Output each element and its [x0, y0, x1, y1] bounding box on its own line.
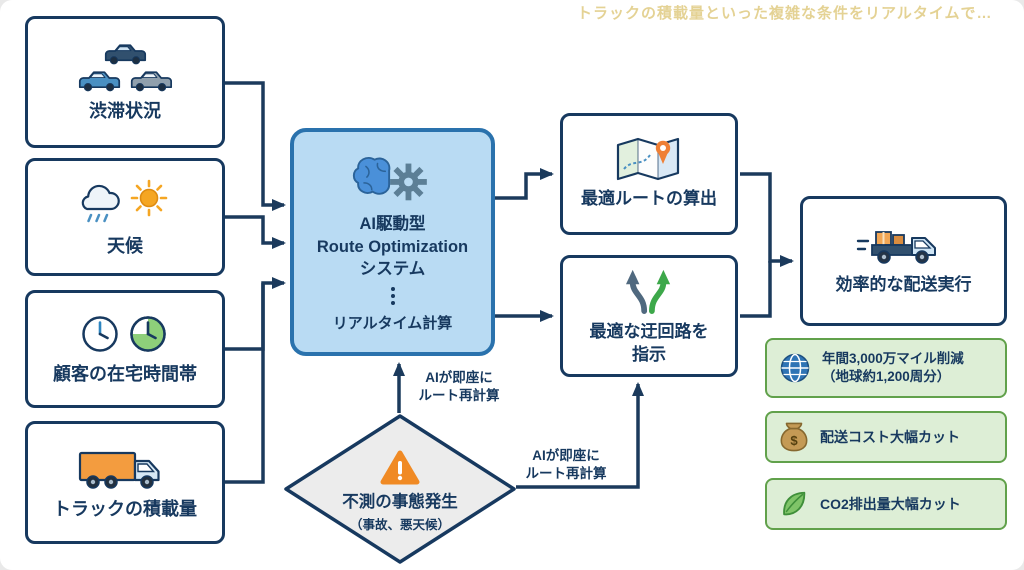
watermark-text: トラックの積載量といった複雑な条件をリアルタイムで…: [577, 5, 993, 22]
clocks-icon: [82, 316, 166, 352]
input-box-weather: 天候: [25, 158, 225, 276]
ai-system-box: AI駆動型 Route Optimization システム リアルタイム計算: [290, 128, 495, 356]
leaf-icon: [783, 491, 806, 516]
weather-icon: [81, 179, 168, 223]
benefit-cost-line1: 配送コスト大幅カット: [820, 428, 960, 445]
input-label-customer-hours: 顧客の在宅時間帯: [53, 363, 197, 384]
input-box-truck-load: トラックの積載量: [25, 421, 225, 544]
recalc-label-right: AIが即座に ルート再計算: [510, 447, 622, 483]
incident-title: 不測の事態発生: [342, 492, 458, 511]
recalc-right-line1: AIが即座に: [532, 448, 600, 463]
core-title-line3: システム: [359, 259, 426, 278]
output-detour-line2: 指示: [632, 344, 666, 364]
recalc-top-line2: ルート再計算: [418, 388, 500, 404]
benefit-miles-line2: （地球約1,200周分）: [822, 369, 951, 384]
output-detour-line1: 最適な迂回路を: [589, 322, 709, 342]
svg-text:$: $: [790, 433, 798, 448]
benefit-cost: $ 配送コスト大幅カット: [765, 411, 1007, 463]
core-title: AI駆動型 Route Optimization システム: [317, 213, 468, 280]
input-box-traffic: 渋滞状況: [25, 16, 225, 148]
output-label-detour: 最適な迂回路を 指示: [590, 321, 709, 365]
benefit-co2-line1: CO2排出量大幅カット: [820, 495, 961, 512]
incident-subtitle: （事故、悪天候）: [349, 517, 450, 532]
dots-separator: [390, 285, 395, 307]
output-box-detour: 最適な迂回路を 指示: [560, 255, 738, 377]
incident-diamond: 不測の事態発生 （事故、悪天候）: [283, 414, 517, 564]
cargo-truck-icon: [78, 452, 160, 490]
input-label-weather: 天候: [107, 235, 143, 256]
input-box-customer-hours: 顧客の在宅時間帯: [25, 290, 225, 408]
globe-icon: [780, 353, 810, 383]
brain-gear-icon: [352, 157, 427, 201]
fork-arrows-icon: [625, 270, 671, 315]
delivery-truck-icon: [856, 231, 936, 265]
traffic-cars-icon: [78, 44, 173, 92]
result-label: 効率的な配送実行: [835, 275, 972, 295]
core-title-line2: Route Optimization: [316, 237, 469, 256]
benefit-miles-line1: 年間3,000万マイル削減: [822, 350, 964, 366]
benefit-co2: CO2排出量大幅カット: [765, 478, 1007, 530]
core-subtitle: リアルタイム計算: [332, 314, 453, 332]
recalc-top-line1: AIが即座に: [425, 370, 493, 385]
benefit-miles: 年間3,000万マイル削減 （地球約1,200周分）: [765, 338, 1007, 398]
output-box-optimal-route: 最適ルートの算出: [560, 113, 738, 235]
output-optimal-route-line1: 最適ルートの算出: [581, 189, 717, 209]
output-label-optimal-route: 最適ルートの算出: [581, 188, 717, 210]
result-box-delivery: 効率的な配送実行: [800, 196, 1007, 326]
input-label-traffic: 渋滞状況: [89, 100, 161, 121]
input-label-truck-load: トラックの積載量: [53, 499, 197, 520]
route-map-icon: [616, 138, 680, 181]
incident-diamond-shape: [284, 414, 516, 564]
warning-icon: [380, 450, 420, 484]
core-title-line1: AI駆動型: [359, 215, 426, 234]
recalc-right-line2: ルート再計算: [525, 466, 607, 482]
recalc-label-top: AIが即座に ルート再計算: [405, 369, 513, 405]
money-bag-icon: $: [780, 422, 808, 452]
